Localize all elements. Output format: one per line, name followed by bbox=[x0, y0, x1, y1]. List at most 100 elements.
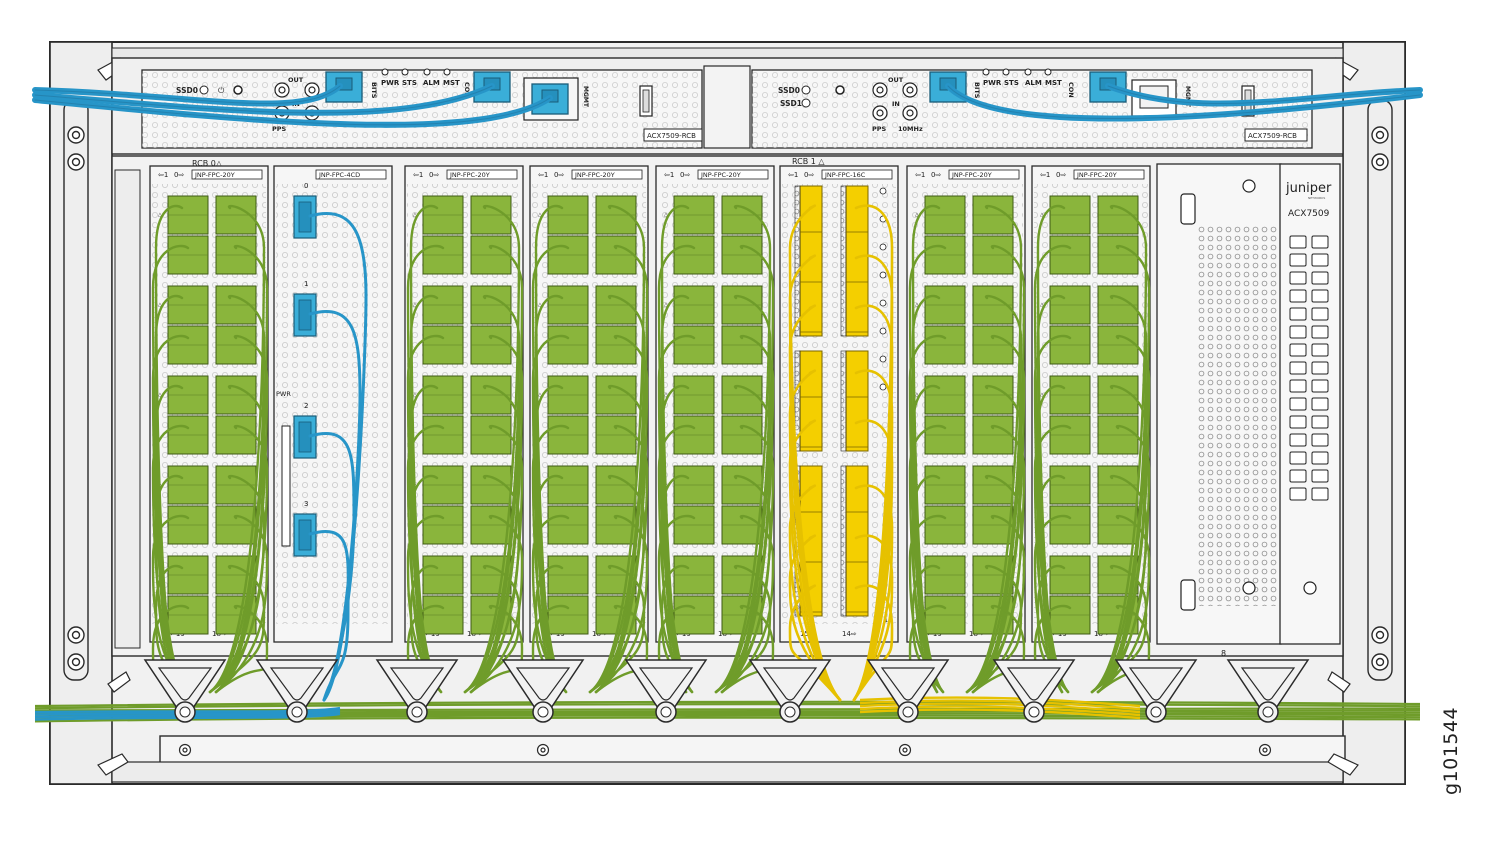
guide-hole bbox=[902, 706, 914, 718]
green-cable bbox=[406, 424, 445, 694]
port-arrow: △ bbox=[158, 392, 162, 398]
cable-guide bbox=[1114, 659, 1198, 723]
rcb-area: SSD0 ⏻ OUT IN PPS BITS PWR STS bbox=[111, 57, 1344, 155]
green-cable bbox=[463, 384, 521, 694]
yellow-cable bbox=[788, 419, 842, 702]
green-cable bbox=[714, 564, 772, 694]
cable-guide-inner bbox=[1006, 667, 1062, 701]
rcb0-model-label: ACX7509-RCB bbox=[647, 132, 696, 140]
panel-screw bbox=[1242, 179, 1256, 193]
led-window bbox=[1311, 307, 1329, 321]
green-cable bbox=[531, 424, 570, 694]
led-window bbox=[1289, 253, 1307, 267]
green-cable bbox=[965, 384, 1023, 694]
green-cable bbox=[588, 564, 646, 694]
green-cable bbox=[463, 474, 521, 694]
rcb-cable-bundle bbox=[32, 83, 1423, 128]
led-window bbox=[1289, 397, 1307, 411]
qsfp-port-number: 3 bbox=[304, 500, 308, 508]
green-cable bbox=[208, 474, 266, 694]
led-window bbox=[1311, 397, 1329, 411]
cable-guide-inner bbox=[1240, 667, 1296, 701]
port-led bbox=[879, 355, 887, 363]
port-vent bbox=[794, 350, 801, 452]
cable-guide bbox=[748, 659, 832, 723]
blue-cable-edge bbox=[34, 85, 341, 105]
port-vent bbox=[794, 185, 801, 337]
led-window bbox=[1289, 343, 1307, 357]
green-cable bbox=[151, 424, 190, 694]
green-cable bbox=[588, 384, 646, 694]
blue-cable-edge bbox=[34, 97, 551, 126]
green-cable bbox=[208, 204, 266, 694]
rcb0-ssd0-label: SSD0 bbox=[176, 86, 198, 95]
green-cable bbox=[469, 514, 524, 694]
rcb1-out-label: OUT bbox=[888, 76, 904, 84]
cable-guide-inner bbox=[880, 667, 936, 701]
port-arrow: △ bbox=[538, 392, 542, 398]
green-cable bbox=[657, 514, 696, 694]
green-cable bbox=[971, 244, 1026, 694]
green-cable bbox=[208, 564, 266, 694]
led-window bbox=[1311, 469, 1329, 483]
cable-guide bbox=[866, 659, 950, 723]
port-range-label: ⇦1 bbox=[915, 171, 925, 179]
led-window bbox=[1311, 325, 1329, 339]
fpc-model-label: JNP-FPC-20Y bbox=[449, 171, 490, 179]
port-range-label: 0⇨ bbox=[804, 171, 814, 179]
rcb1-power-button bbox=[835, 85, 845, 95]
green-cable bbox=[151, 244, 190, 694]
yellow-cable bbox=[788, 369, 842, 702]
left-mounting-ear bbox=[49, 41, 113, 785]
yellow-cable bbox=[788, 534, 842, 702]
green-cable bbox=[911, 474, 941, 694]
rcb1-pps-label: PPS bbox=[872, 125, 887, 133]
rcb0-mst-label: MST bbox=[443, 79, 460, 87]
rcb0-mgmt-label: MGMT bbox=[582, 86, 589, 108]
guide-hole bbox=[179, 706, 191, 718]
led-window bbox=[1289, 487, 1307, 501]
fpc-slot-7: JNP-FPC-20Y⇦10⇨⇦1918⇨7△△△△△ bbox=[1031, 165, 1151, 658]
green-cable bbox=[908, 514, 947, 694]
port-arrow: △ bbox=[538, 212, 542, 218]
blue-cable-edge bbox=[1107, 85, 1421, 105]
juniper-logo-sub: NETWORKS bbox=[1308, 196, 1325, 200]
cable-guide bbox=[992, 659, 1076, 723]
led-window bbox=[1289, 307, 1307, 321]
green-cable bbox=[594, 244, 649, 694]
fpc-model-label: JNP-FPC-4CD bbox=[318, 171, 360, 179]
brand-panel bbox=[1279, 163, 1341, 645]
led-window bbox=[1311, 415, 1329, 429]
green-cable bbox=[594, 604, 649, 694]
led-window bbox=[1311, 253, 1329, 267]
model-label-box bbox=[697, 169, 769, 180]
yellow-cable bbox=[852, 484, 894, 702]
fpc-model-label: JNP-FPC-20Y bbox=[951, 171, 992, 179]
cable-guide-inner bbox=[638, 667, 694, 701]
green-cable bbox=[469, 604, 524, 694]
figure-id: g101544 bbox=[1440, 706, 1462, 795]
green-cable bbox=[588, 294, 646, 694]
port-arrow: △ bbox=[664, 392, 668, 398]
green-cable bbox=[971, 514, 1026, 694]
guide-hole bbox=[291, 706, 303, 718]
port-range-label: ⇦1 bbox=[158, 171, 168, 179]
green-cable bbox=[657, 334, 696, 694]
led-window bbox=[1311, 361, 1329, 375]
guide-hole bbox=[1028, 706, 1040, 718]
model-label-box bbox=[191, 169, 263, 180]
blue-cable-edge bbox=[947, 85, 1421, 120]
model-label-box bbox=[315, 169, 387, 180]
green-cable bbox=[1090, 384, 1148, 694]
blue-cable bbox=[308, 530, 350, 702]
model-label-box bbox=[948, 169, 1020, 180]
port-arrow: △ bbox=[915, 302, 919, 308]
port-led bbox=[879, 271, 887, 279]
green-cable bbox=[214, 244, 269, 694]
cable-guide bbox=[375, 659, 459, 723]
port-arrow: △ bbox=[413, 302, 417, 308]
port-arrow: △ bbox=[538, 302, 542, 308]
green-cable bbox=[409, 474, 439, 694]
